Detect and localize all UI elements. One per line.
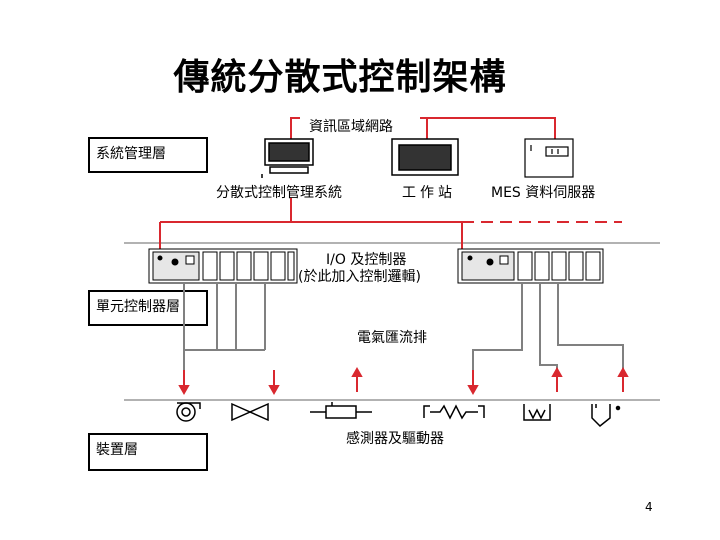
mes-server-icon	[524, 138, 574, 178]
control-network-lines	[159, 198, 622, 249]
label-mes-server: MES 資料伺服器	[491, 185, 596, 201]
layer-label-unit: 單元控制器層	[96, 299, 180, 315]
layer-label-device: 裝置層	[96, 442, 138, 458]
page-number: 4	[645, 500, 653, 514]
label-busbar: 電氣匯流排	[357, 330, 427, 346]
layer-box-device: 裝置層	[88, 433, 208, 471]
label-io-controller: I/O 及控制器	[326, 252, 407, 268]
page-title: 傳統分散式控制架構	[173, 57, 507, 98]
tank-icon	[591, 404, 621, 428]
io-rack-left	[148, 248, 298, 284]
layer-box-system: 系統管理層	[88, 137, 208, 173]
pump-icon	[176, 402, 201, 422]
layer-box-unit: 單元控制器層	[88, 290, 208, 326]
workstation-monitor-icon	[391, 138, 459, 176]
valve-icon	[310, 402, 372, 419]
info-network-lines	[290, 117, 556, 140]
sensor-icon	[523, 404, 551, 421]
fan-icon	[231, 402, 269, 422]
io-rack-right	[457, 248, 604, 284]
label-workstation: 工作站	[402, 185, 456, 201]
signal-arrows	[178, 366, 629, 396]
heater-icon	[423, 404, 485, 420]
label-io-note: (於此加入控制邏輯)	[298, 269, 421, 285]
field-wiring	[183, 283, 624, 388]
label-sensors: 感測器及驅動器	[346, 431, 444, 447]
label-info-network: 資訊區域網路	[309, 119, 393, 135]
layer-label-system: 系統管理層	[96, 146, 166, 162]
dcs-computer-icon	[261, 138, 314, 178]
label-dcs-system: 分散式控制管理系統	[216, 185, 342, 201]
